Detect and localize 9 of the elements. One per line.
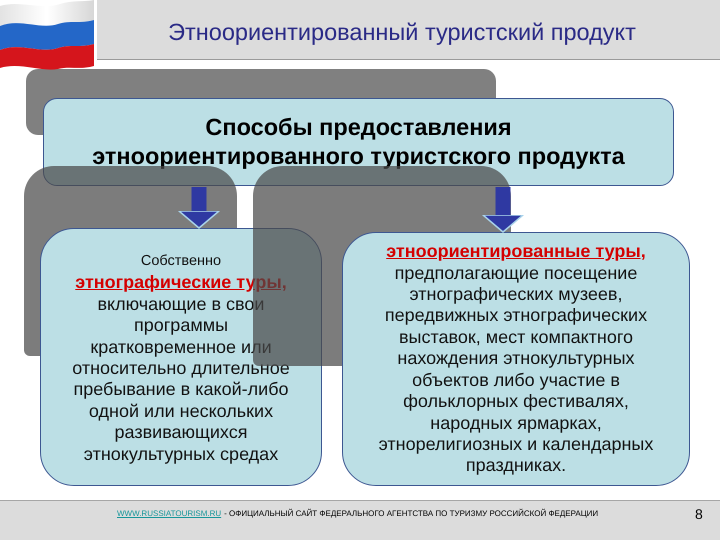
- box-text: этноориентированные туры, предполагающие посещение этнографических музеев, передвижных этнографических выставок, мест компактного нахождения этнокультурных объектов либо участие в фольклорных фестивалях, народных ярмарках, этнорелигиозных и календарных праздниках.: [378, 241, 654, 477]
- footer-text: - ОФИЦИАЛЬНЫЙ САЙТ ФЕДЕРАЛЬНОГО АГЕНТСТВА ПО ТУРИЗМУ РОССИЙСКОЙ ФЕДЕРАЦИИ: [224, 509, 598, 518]
- arrow: [178, 187, 220, 229]
- slide-title: Этноориентированный туристский продукт: [167, 19, 637, 46]
- rounded-box: [342, 232, 690, 486]
- page-number: 8: [695, 506, 703, 522]
- arrow: [482, 187, 524, 233]
- footer-link: WWW.RUSSIATOURISM.RU: [117, 509, 222, 518]
- box-heading: Способы предоставления этноориентированного туристского продукта: [91, 113, 626, 171]
